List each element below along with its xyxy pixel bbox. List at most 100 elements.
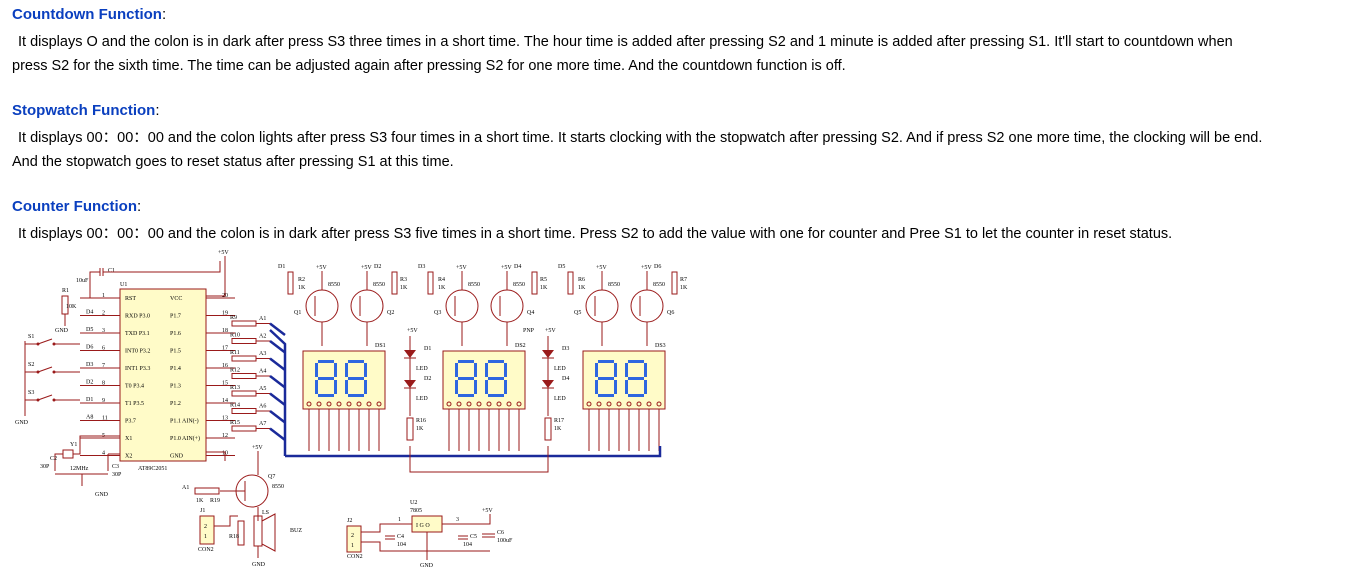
r18-label: R18	[229, 534, 239, 540]
stopwatch-section: Stopwatch Function: It displays 00：00：00…	[12, 101, 1357, 174]
display-segment	[458, 394, 474, 397]
digit-transistor	[445, 289, 479, 323]
mcu-net-label: D2	[86, 380, 93, 386]
switch-contact	[37, 394, 53, 401]
display-segment	[595, 380, 598, 394]
r1-label: R1	[62, 288, 69, 294]
display-segment	[598, 360, 614, 363]
j1-type: CON2	[198, 547, 214, 553]
display-pin	[616, 401, 622, 407]
display-segment	[628, 377, 644, 380]
mcu-right-pin-label: P1.7	[170, 314, 181, 320]
segment-bus-entry	[269, 322, 286, 336]
led-ref: D1	[424, 346, 431, 352]
r1-value: 10K	[66, 304, 77, 310]
segment-resistor-label: R10	[230, 333, 240, 339]
digit-resistor-value: 1K	[578, 285, 586, 291]
mcu-left-pin-label: T0 P3.4	[125, 384, 144, 390]
display-segment	[474, 380, 477, 394]
pnp-label: PNP	[523, 328, 535, 334]
mcu-net-label: A8	[86, 415, 93, 421]
display-label: DS3	[655, 343, 666, 349]
switch-terminal	[36, 370, 40, 374]
j2-type: CON2	[347, 554, 363, 560]
led-resistor-label: R16	[416, 418, 426, 424]
display-segment	[364, 380, 367, 394]
q7-base-net: A1	[182, 485, 189, 491]
display-pin	[446, 401, 452, 407]
u2-part: 7805	[410, 508, 422, 514]
segment-resistor	[231, 425, 257, 432]
mcu-left-pin-number: 6	[102, 346, 105, 352]
display-segment	[598, 377, 614, 380]
mcu-left-pin-label: INT0 P3.2	[125, 349, 150, 355]
display-segment	[458, 377, 474, 380]
segment-resistor-label: R11	[230, 350, 240, 356]
crystal-network: Y1 12MHz C2 30P C3 30P GND	[40, 435, 122, 498]
display-label: DS2	[515, 343, 526, 349]
digit-transistor	[490, 289, 524, 323]
mcu-right-pin-label: P1.6	[170, 331, 181, 337]
segment-bus-entry	[269, 357, 286, 371]
power-supply: 2 1 J2 CON2 I G O U2 7805 1 3 +5V GND C4…	[346, 500, 513, 569]
r19-label: R19	[210, 498, 220, 504]
counter-paragraph: It displays 00：00：00 and the colon is in…	[18, 226, 1173, 242]
display-segment	[455, 363, 458, 377]
switch-terminal	[52, 370, 56, 374]
vcc-label-psu: +5V	[482, 508, 493, 514]
switch-contact	[37, 366, 53, 373]
display-segment	[628, 394, 644, 397]
countdown-paragraph: It displays O and the colon is in dark a…	[12, 34, 1233, 74]
digit-net-label: D3	[418, 264, 425, 270]
mcu-left-pin-label: INT1 P3.3	[125, 366, 150, 372]
j2-pin1: 1	[351, 543, 354, 549]
mcu-left-pin-number: 1	[102, 293, 105, 299]
digit-resistor-value: 1K	[540, 285, 548, 291]
led-resistor	[406, 417, 414, 441]
led-type: LED	[416, 396, 428, 402]
u2-ref: U2	[410, 500, 417, 506]
display-pin	[516, 401, 522, 407]
segment-bus-entry	[269, 427, 286, 441]
display-segment	[345, 380, 348, 394]
digit-resistor	[427, 271, 434, 295]
q7-part: 8550	[272, 484, 284, 490]
mcu-right-pin-number: 19	[222, 311, 228, 317]
transistor-label: Q1	[294, 310, 301, 316]
mcu-left-pin-label: RST	[125, 296, 136, 302]
digit-resistor-label: R6	[578, 277, 585, 283]
stopwatch-paragraph: It displays 00：00：00 and the colon light…	[12, 130, 1263, 170]
mcu-left-pin-number: 11	[102, 416, 108, 422]
digit-resistor-label: R4	[438, 277, 445, 283]
display-segment	[488, 377, 504, 380]
mcu-left-pin-label: RXD P3.0	[125, 314, 150, 320]
led-resistor-value: 1K	[554, 426, 562, 432]
crystal-value: 12MHz	[70, 466, 89, 472]
segment-resistor-label: R9	[230, 315, 237, 321]
display-segment	[315, 363, 318, 377]
vcc-label: +5V	[641, 265, 652, 271]
display-pin	[496, 401, 502, 407]
digit-resistor-value: 1K	[438, 285, 446, 291]
display-pin	[346, 401, 352, 407]
display-pin	[656, 401, 662, 407]
segment-resistor-label: R15	[230, 420, 240, 426]
q7-label: Q7	[268, 474, 275, 480]
mcu-left-pin-label: P3.7	[125, 419, 136, 425]
j1-label: J1	[200, 508, 205, 514]
switch-label: S1	[28, 334, 34, 340]
transistor-label: Q2	[387, 310, 394, 316]
digit-net-label: D6	[654, 264, 661, 270]
display-segment	[504, 380, 507, 394]
mcu-left-pin-number: 7	[102, 363, 105, 369]
display-segment	[485, 363, 488, 377]
c5-label: C5	[470, 534, 477, 540]
display-segment	[348, 394, 364, 397]
display-segment	[625, 380, 628, 394]
segment-resistor	[231, 320, 257, 327]
led-ref: D4	[562, 376, 569, 382]
display-segment	[595, 363, 598, 377]
